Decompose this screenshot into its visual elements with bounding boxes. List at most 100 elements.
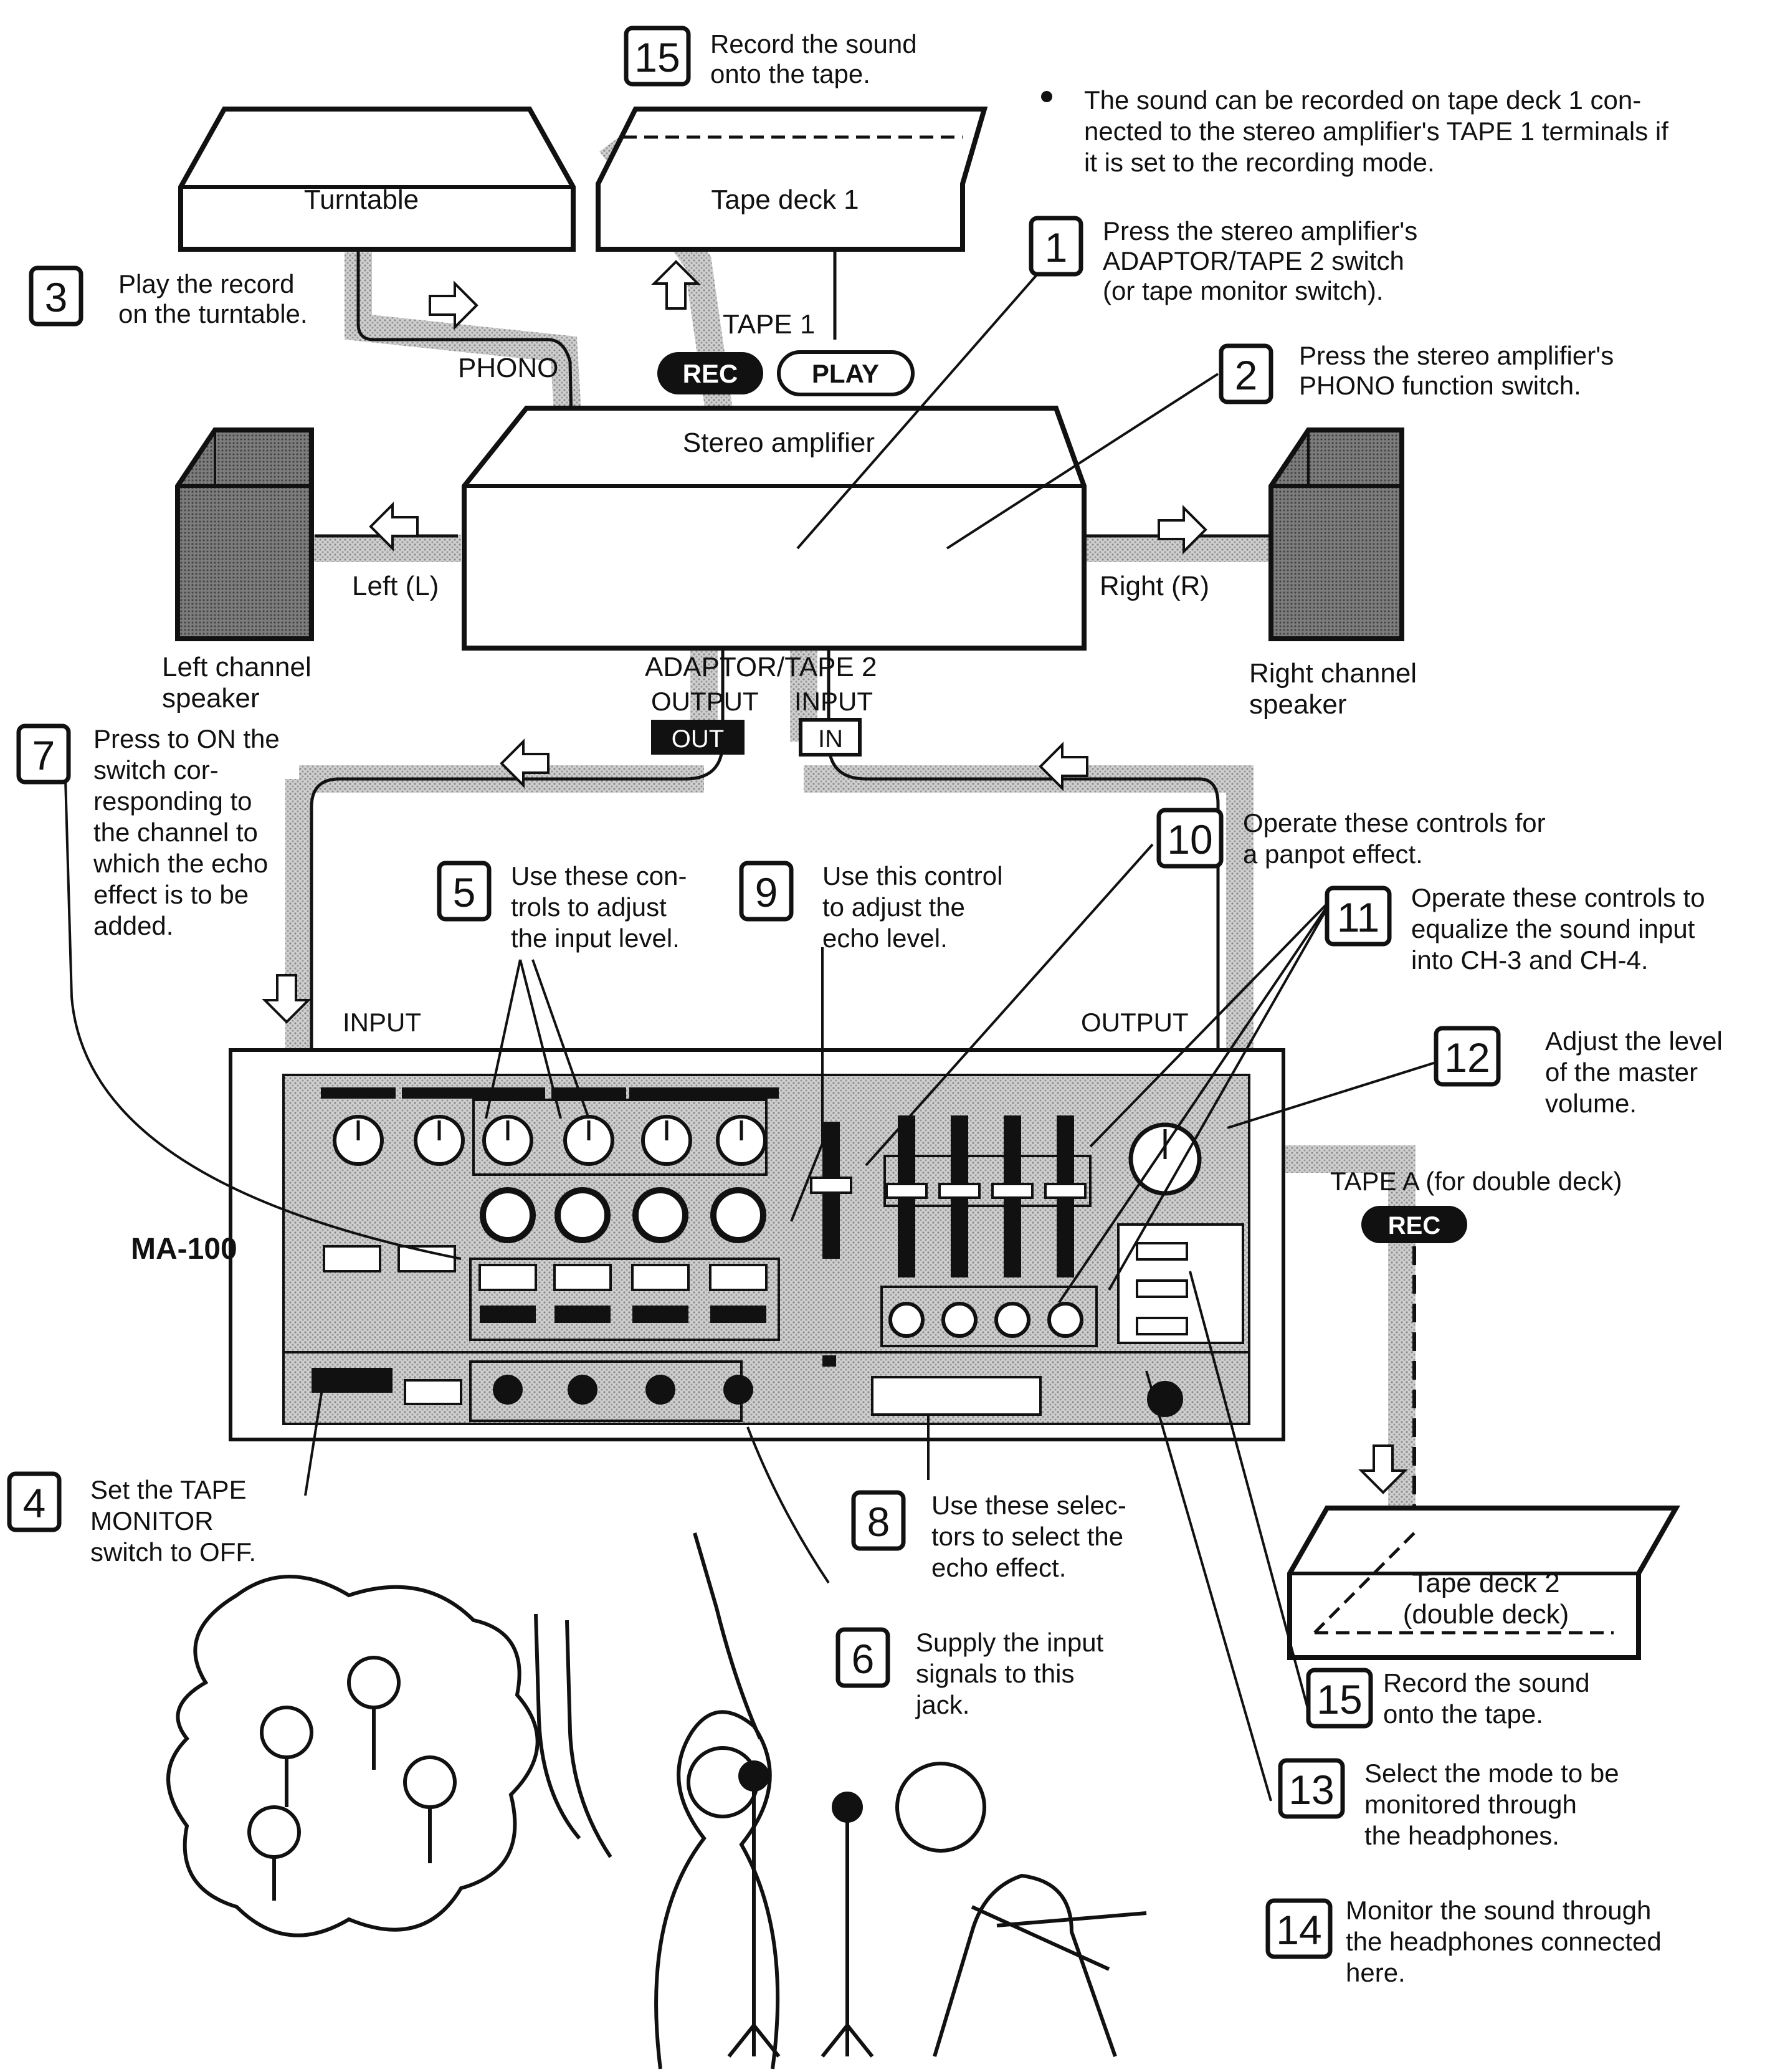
svg-text:REC: REC	[683, 359, 738, 388]
eq-knob[interactable]	[1047, 1302, 1083, 1338]
step-11-text-line: Operate these controls to	[1411, 883, 1705, 912]
turntable-label: Turntable	[304, 184, 419, 215]
left-channel-label: Left (L)	[352, 571, 439, 601]
stereo-amplifier: Stereo amplifier	[462, 406, 1087, 651]
left-speaker	[175, 427, 314, 641]
eq-knob[interactable]	[941, 1302, 978, 1338]
step-1-text-line: ADAPTOR/TAPE 2 switch	[1103, 246, 1404, 275]
step-13-text-line: monitored through	[1364, 1790, 1577, 1819]
step-2-number: 2	[1235, 352, 1258, 398]
step-8-text-line: tors to select the	[931, 1522, 1123, 1551]
tape-deck-1-label: Tape deck 1	[711, 184, 859, 215]
step-14-text-line: Monitor the sound through	[1346, 1896, 1651, 1925]
monitor-mode-button[interactable]	[1136, 1242, 1188, 1261]
play-badge: PLAY	[777, 350, 915, 396]
echo-send-knob[interactable]	[554, 1187, 611, 1243]
echo-level-fader-knob[interactable]	[810, 1177, 852, 1194]
step-8-number: 8	[867, 1499, 890, 1545]
step-7-text-line: which the echo	[93, 849, 268, 878]
rec-badge-tape-a: REC	[1361, 1206, 1467, 1243]
step-7-text-line: the channel to	[93, 818, 258, 847]
channel-assign-switch[interactable]	[710, 1306, 766, 1323]
channel-header-bar	[402, 1087, 477, 1099]
power-button[interactable]	[323, 1245, 381, 1272]
channel-assign-switch[interactable]	[480, 1306, 536, 1323]
right-speaker-label-2: speaker	[1249, 689, 1347, 720]
echo-send-knob[interactable]	[480, 1187, 536, 1243]
step-15-badge	[624, 26, 691, 87]
tape-monitor-switch[interactable]	[404, 1379, 462, 1405]
performers-illustration	[166, 1532, 1147, 2070]
panpot-fader-knob[interactable]	[1044, 1183, 1087, 1199]
panpot-fader-knob[interactable]	[885, 1183, 928, 1199]
channel-header-bar	[704, 1087, 779, 1099]
step-6-text-line: Supply the input	[916, 1628, 1104, 1657]
echo-send-knob[interactable]	[632, 1187, 688, 1243]
mixer-controls	[312, 1087, 1244, 1422]
step-11-badge	[1325, 886, 1392, 947]
step-12-text-line: of the master	[1545, 1057, 1698, 1087]
step-4-text-line: switch to OFF.	[90, 1537, 256, 1567]
echo-send-knob[interactable]	[710, 1187, 766, 1243]
step-4-badge	[7, 1471, 62, 1532]
tape-deck-2-label-1: Tape deck 2	[1412, 1568, 1559, 1598]
step-10-badge	[1156, 808, 1224, 869]
step-5-badge	[437, 861, 492, 922]
step-12-number: 12	[1444, 1034, 1490, 1081]
step-7-text-line: responding to	[93, 786, 252, 816]
monitor-mode-button[interactable]	[1136, 1317, 1188, 1335]
tape1-label: TAPE 1	[723, 309, 815, 340]
panpot-fader-knob[interactable]	[991, 1183, 1034, 1199]
svg-text:REC: REC	[1388, 1212, 1440, 1239]
echo-switch[interactable]	[553, 1264, 612, 1291]
channel-header-bar	[551, 1087, 626, 1099]
cut-filter-switch[interactable]	[822, 1355, 836, 1367]
eq-group-outline	[880, 1286, 1098, 1347]
mic-input-jack[interactable]	[493, 1375, 523, 1405]
echo-switch[interactable]	[709, 1264, 768, 1291]
step-9-badge	[739, 861, 794, 922]
echo-switch[interactable]	[478, 1264, 537, 1291]
step-7-text-line: switch cor-	[93, 755, 219, 785]
aux-button[interactable]	[397, 1245, 456, 1272]
panpot-fader-knob[interactable]	[938, 1183, 981, 1199]
echo-effect-selector[interactable]	[871, 1376, 1042, 1416]
step-11-text-line: equalize the sound input	[1411, 914, 1695, 943]
step-2-text-line: Press the stereo amplifier's	[1299, 341, 1614, 370]
note-line-1: The sound can be recorded on tape deck 1…	[1084, 85, 1641, 115]
step-14-number: 14	[1276, 1907, 1321, 1953]
echo-switch[interactable]	[631, 1264, 690, 1291]
step-7-badge	[16, 723, 71, 785]
step-4-text-line: Set the TAPE	[90, 1475, 247, 1504]
note-line-3: it is set to the recording mode.	[1084, 148, 1435, 177]
step-7-text-line: added.	[93, 911, 173, 940]
monitor-mode-button[interactable]	[1136, 1279, 1188, 1298]
in-jack-tag: IN	[799, 718, 862, 757]
adaptor-tape2-label: ADAPTOR/TAPE 2	[645, 652, 877, 682]
mic-input-jack[interactable]	[645, 1375, 675, 1405]
rec-badge: REC	[657, 352, 763, 394]
callout-leaders	[64, 273, 1446, 1802]
svg-text:IN: IN	[818, 725, 843, 753]
mic-input-jack[interactable]	[723, 1375, 753, 1405]
eq-knob[interactable]	[888, 1302, 925, 1338]
step-5-text-line: trols to adjust	[511, 892, 667, 922]
channel-assign-switch[interactable]	[632, 1306, 688, 1323]
mixer-input-label: INPUT	[343, 1008, 421, 1037]
mic-input-jack[interactable]	[568, 1375, 597, 1405]
step-13-text-line: Select the mode to be	[1364, 1759, 1619, 1788]
channel-assign-switch[interactable]	[554, 1306, 611, 1323]
step-8-text-line: echo effect.	[931, 1553, 1066, 1582]
step-3-number: 3	[45, 274, 68, 320]
step-9-text-line: Use this control	[822, 861, 1002, 890]
out-jack-tag: OUT	[651, 720, 745, 755]
eq-knob[interactable]	[994, 1302, 1030, 1338]
